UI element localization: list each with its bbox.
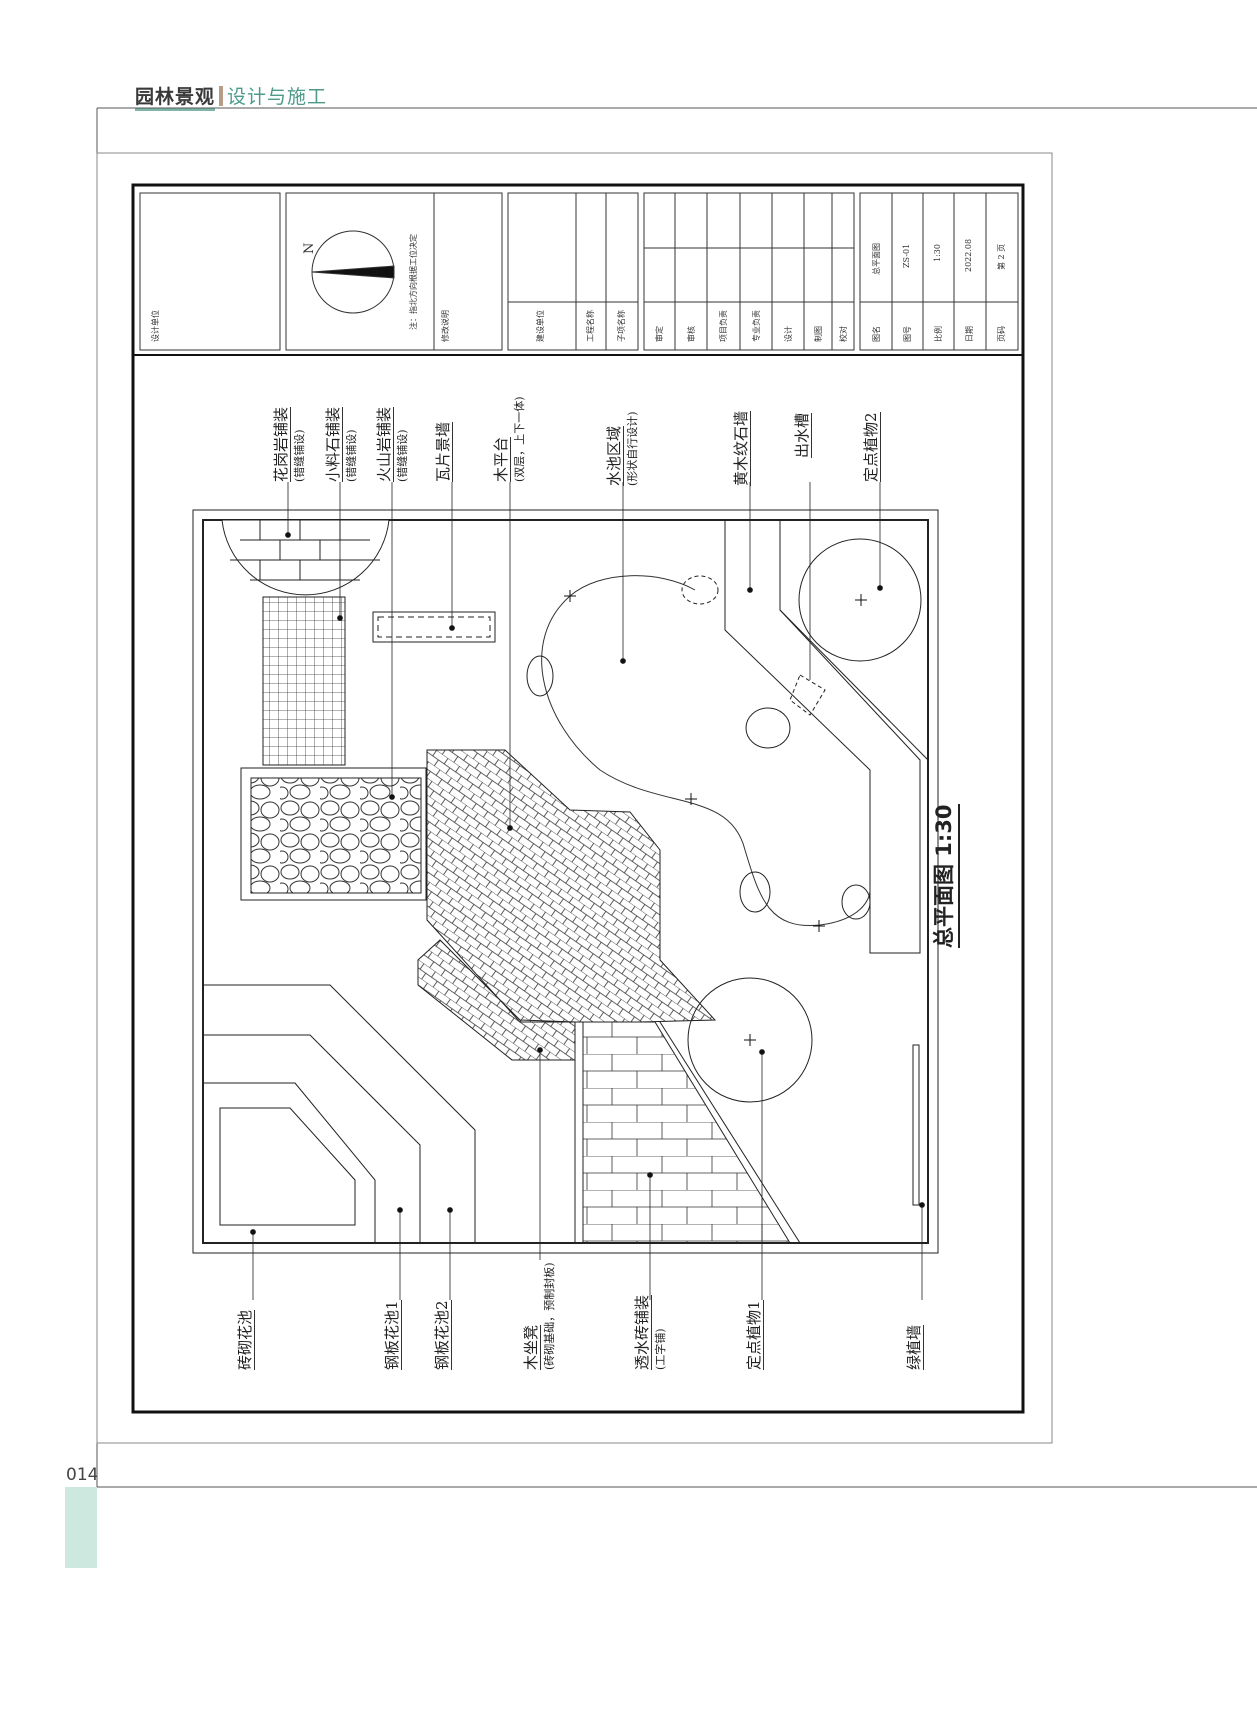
book-title: 园林景观	[135, 86, 216, 111]
field-value: 1:30	[933, 244, 942, 262]
role-label: 项目负责	[719, 310, 728, 342]
label-steel-planter-2: 钢板花池2	[433, 1300, 452, 1370]
drawing-title: 总平面图 1:30	[928, 804, 960, 948]
field-label: 比例	[934, 326, 943, 342]
label-wood-bench: 木坐凳(砖砌基础，预制封板)	[522, 1262, 556, 1370]
field-value: 总平面图	[872, 243, 881, 275]
field-label: 图号	[903, 326, 912, 342]
label-wood-deck: 木平台(双层，上下一体)	[492, 396, 526, 482]
field-label: 页码	[997, 326, 1006, 342]
label-permeable-brick: 透水砖铺装(工字铺)	[633, 1294, 667, 1370]
label-yellow-stone-wall: 黄木纹石墙	[732, 410, 751, 486]
role-label: 制图	[814, 326, 823, 342]
label-green-wall: 绿植墙	[905, 1324, 924, 1370]
client-label: 建设单位	[536, 310, 545, 342]
project-name-label: 工程名称	[586, 310, 595, 342]
site	[192, 509, 939, 1254]
page-number: 014	[66, 1465, 99, 1485]
role-label: 校对	[839, 326, 848, 342]
revision-label: 修改说明	[441, 310, 450, 342]
label-plant-1: 定点植物1	[745, 1300, 764, 1370]
label-tile-wall: 瓦片景墙	[434, 421, 453, 482]
running-header: 园林景观设计与施工	[135, 82, 328, 111]
field-value: 2022.08	[964, 238, 973, 272]
label-granite-paving: 花岗岩铺装(错缝铺设)	[272, 406, 306, 482]
field-value: 第 2 页	[997, 243, 1006, 270]
label-plant-2: 定点植物2	[862, 412, 881, 482]
title-block-grid	[139, 192, 1019, 351]
label-small-stone-paving: 小料石铺装(错缝铺设)	[324, 406, 358, 482]
label-outlet-channel: 出水槽	[793, 412, 812, 458]
role-label: 审定	[655, 326, 664, 342]
label-pond-area: 水池区域(形状自行设计)	[605, 411, 639, 486]
label-brick-planter: 砖砌花池	[236, 1309, 255, 1370]
role-label: 专业负责	[752, 310, 761, 342]
field-value: ZS-01	[902, 243, 911, 268]
design-unit-label: 设计单位	[151, 310, 160, 342]
page-frame	[65, 107, 1257, 1568]
sub-item-label: 子项名称	[617, 310, 626, 342]
section-title: 设计与施工	[227, 86, 328, 108]
header-divider	[219, 86, 224, 106]
field-label: 日期	[965, 326, 974, 342]
north-note: 注：指北方向根据工位决定	[409, 234, 418, 330]
label-volcanic-rock-paving: 火山岩铺装(错缝铺设)	[375, 406, 409, 482]
role-label: 设计	[784, 326, 793, 342]
leader-lines	[250, 482, 925, 1300]
field-label: 图名	[872, 326, 881, 342]
label-steel-planter-1: 钢板花池1	[383, 1300, 402, 1370]
role-label: 审核	[687, 326, 696, 342]
north-label: N	[302, 242, 317, 254]
